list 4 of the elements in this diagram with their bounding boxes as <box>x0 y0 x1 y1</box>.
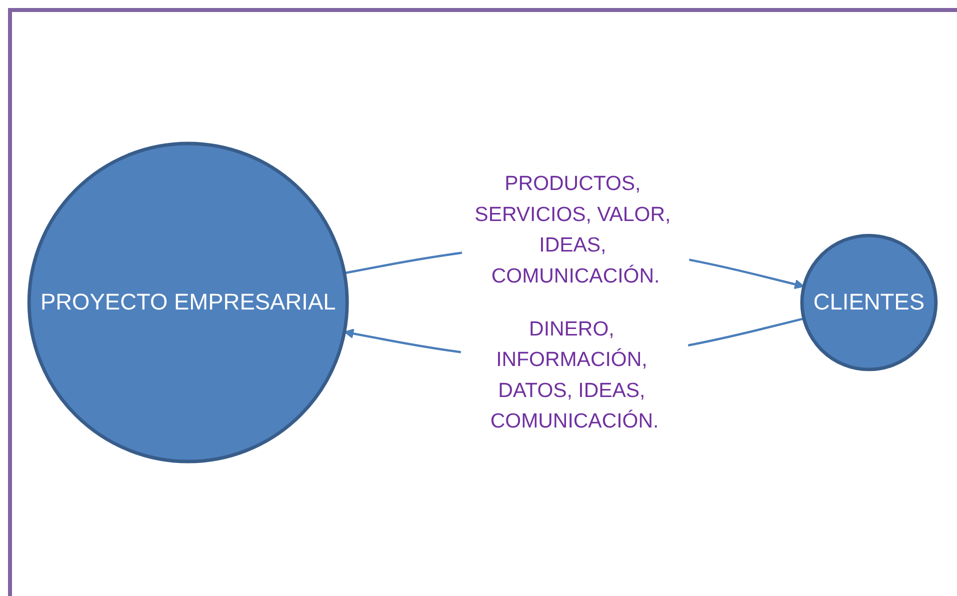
node-circle: CLIENTES <box>800 234 938 372</box>
edge-label: PRODUCTOS, SERVICIOS, VALOR, IDEAS, COMUNICACIÓN. <box>474 172 671 287</box>
node-circle: PROYECTO EMPRESARIAL <box>27 142 349 464</box>
edge-label: DINERO, INFORMACIÓN, DATOS, IDEAS, COMUNICACIÓN. <box>490 317 659 432</box>
